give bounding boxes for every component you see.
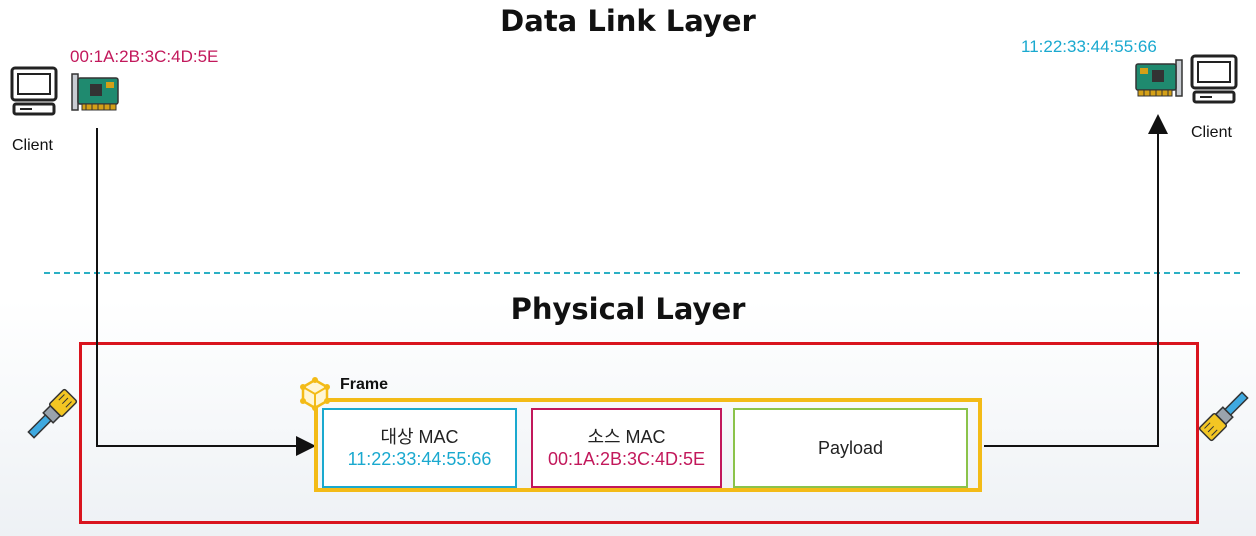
left-ethernet-cable-icon — [27, 388, 78, 439]
source-mac-field: 소스 MAC 00:1A:2B:3C:4D:5E — [531, 408, 722, 488]
left-computer-icon — [10, 66, 58, 116]
right-client-label: Client — [1191, 124, 1232, 141]
physical-layer-box — [79, 342, 1199, 524]
source-mac-label: 소스 MAC — [587, 427, 666, 447]
destination-mac-value: 11:22:33:44:55:66 — [347, 449, 492, 469]
right-computer-icon — [1190, 54, 1238, 104]
right-host-mac: 11:22:33:44:55:66 — [1021, 37, 1157, 56]
left-connection-line — [96, 128, 316, 456]
left-host-mac: 00:1A:2B:3C:4D:5E — [70, 47, 219, 66]
frame-label: Frame — [340, 376, 389, 393]
physical-layer-title: Physical Layer — [510, 292, 746, 326]
payload-field: Payload — [733, 408, 968, 488]
right-connection-line — [984, 114, 1168, 447]
layer-divider — [44, 272, 1240, 274]
payload-label: Payload — [817, 438, 884, 458]
left-client-label: Client — [12, 137, 53, 154]
destination-mac-field: 대상 MAC 11:22:33:44:55:66 — [322, 408, 517, 488]
frame-box — [314, 398, 982, 492]
left-network-card-icon — [71, 73, 119, 111]
destination-mac-label: 대상 MAC — [380, 427, 459, 447]
right-ethernet-cable-icon — [1198, 391, 1249, 442]
right-network-card-icon — [1135, 59, 1183, 97]
frame-cube-icon — [300, 377, 330, 411]
data-link-layer-title: Data Link Layer — [500, 4, 756, 38]
source-mac-value: 00:1A:2B:3C:4D:5E — [547, 449, 706, 469]
